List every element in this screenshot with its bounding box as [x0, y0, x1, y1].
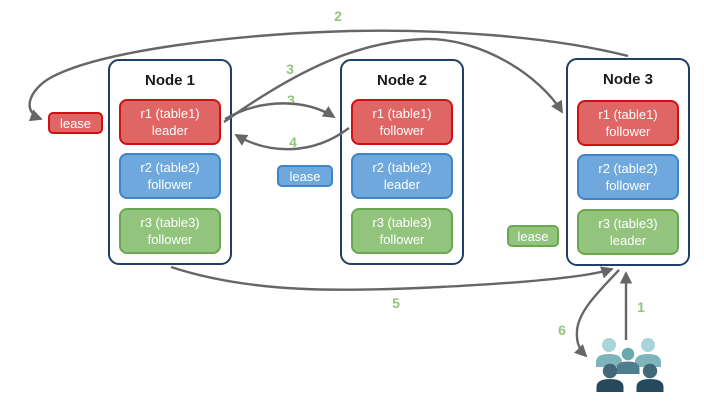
node-2-box: Node 2 r1 (table1) follower r2 (table2) … — [340, 59, 464, 265]
replica-label: r3 (table3) — [598, 215, 658, 231]
node-2-title: Node 2 — [376, 72, 427, 89]
lease-badge-blue: lease — [277, 165, 333, 187]
person-icon — [635, 338, 661, 367]
flow-step-3a-label: 3 — [286, 61, 294, 77]
lease-badge-red: lease — [48, 112, 103, 134]
node-3-replica-r1: r1 (table1) follower — [577, 100, 679, 146]
replica-role: follower — [147, 232, 193, 247]
arrow-6-node3-to-clients — [574, 269, 620, 358]
node-1-replica-r1: r1 (table1) leader — [119, 99, 221, 145]
replica-role: leader — [151, 123, 189, 138]
flow-step-2-label: 2 — [334, 8, 342, 24]
node-1-box: Node 1 r1 (table1) leader r2 (table2) fo… — [108, 59, 232, 265]
replica-role: follower — [605, 124, 651, 139]
replica-label: r2 (table2) — [372, 159, 432, 175]
person-icon — [596, 338, 622, 367]
clients-group-icon — [596, 338, 664, 392]
lease-label: lease — [517, 228, 549, 244]
node-2-replica-r1: r1 (table1) follower — [351, 99, 453, 145]
node-3-title: Node 3 — [602, 71, 653, 88]
replica-role: leader — [609, 233, 647, 248]
replica-role: follower — [379, 123, 425, 138]
flow-step-5-label: 5 — [392, 295, 400, 311]
node-3-box: Node 3 r1 (table1) follower r2 (table2) … — [566, 58, 690, 266]
replica-role: follower — [147, 177, 193, 192]
person-icon — [616, 347, 640, 374]
flow-step-3b-label: 3 — [287, 92, 295, 108]
replica-label: r3 (table3) — [372, 214, 432, 230]
replica-label: r2 (table2) — [140, 159, 200, 175]
replica-label: r1 (table1) — [372, 105, 432, 121]
node-2-replica-r3: r3 (table3) follower — [351, 208, 453, 254]
person-icon — [596, 363, 624, 392]
node-1-title: Node 1 — [144, 72, 195, 89]
replica-role: follower — [379, 232, 425, 247]
flow-step-1-label: 1 — [637, 299, 645, 315]
node-1-replica-r3: r3 (table3) follower — [119, 208, 221, 254]
node-3-replica-r2: r2 (table2) follower — [577, 154, 679, 200]
node-3-replica-r3: r3 (table3) leader — [577, 209, 679, 255]
lease-label: lease — [289, 168, 321, 184]
flow-step-6-label: 6 — [558, 322, 566, 338]
arrow-3-node1-to-node2 — [224, 102, 336, 121]
node-1-replica-r2: r2 (table2) follower — [119, 153, 221, 199]
replica-label: r1 (table1) — [598, 106, 658, 122]
replica-label: r3 (table3) — [140, 214, 200, 230]
replica-label: r1 (table1) — [140, 105, 200, 121]
replica-label: r2 (table2) — [598, 160, 658, 176]
person-icon — [636, 363, 664, 392]
lease-label: lease — [59, 115, 92, 131]
arrow-5-node1-to-node3 — [170, 265, 614, 291]
node-2-replica-r2: r2 (table2) leader — [351, 153, 453, 199]
flow-step-4-label: 4 — [289, 134, 297, 150]
replica-role: follower — [605, 178, 651, 193]
replica-role: leader — [383, 177, 421, 192]
lease-badge-green: lease — [507, 225, 559, 247]
